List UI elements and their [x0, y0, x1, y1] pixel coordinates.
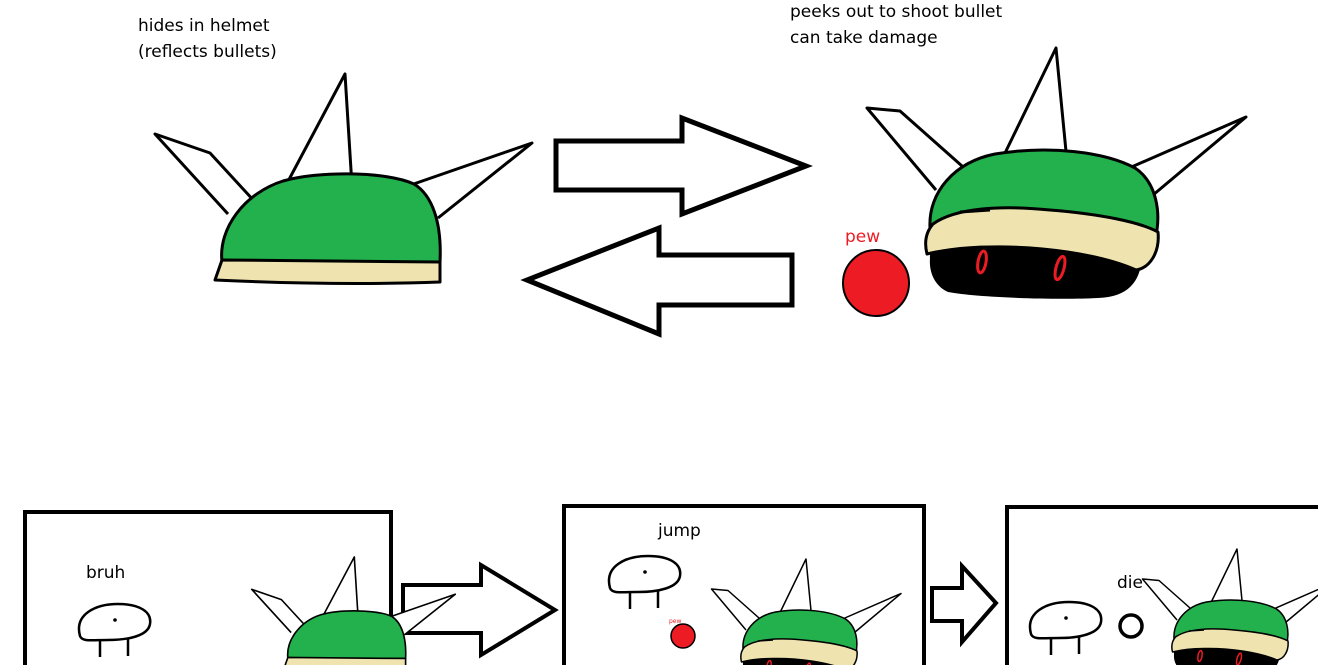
panel-1 — [23, 510, 393, 665]
panel-2 — [562, 504, 926, 665]
arrow-left — [520, 224, 795, 338]
player-creature-3 — [1028, 600, 1103, 657]
enemy-peeking-out — [865, 46, 1248, 301]
arrow-panel-2-to-3 — [930, 560, 999, 648]
hidden-caption-line-1: hides in helmet — [138, 16, 270, 36]
pew-label: pew — [845, 227, 881, 247]
pew-small-label: pew — [669, 618, 682, 625]
peek-caption-line-1: peeks out to shoot bullet — [790, 2, 1003, 22]
player-creature-1 — [77, 602, 152, 659]
peek-caption-line-2: can take damage — [790, 28, 938, 48]
reflected-bullet — [1118, 613, 1144, 639]
enemy-hidden-in-helmet — [153, 72, 534, 285]
die-label: die — [1117, 573, 1143, 593]
arrow-right — [553, 114, 813, 218]
jump-label: jump — [658, 521, 701, 541]
arrow-panel-1-to-2 — [401, 561, 559, 659]
hidden-state-caption: hides in helmet (reflects bullets) — [138, 13, 277, 65]
peek-state-caption: peeks out to shoot bullet can take damag… — [790, 0, 1002, 51]
bullet-small — [670, 623, 696, 649]
enemy-peek-small-3 — [1141, 548, 1318, 665]
panel-3 — [1005, 505, 1318, 665]
bullet — [842, 249, 910, 317]
player-creature-2 — [607, 554, 682, 611]
hidden-caption-line-2: (reflects bullets) — [138, 42, 277, 62]
bruh-label: bruh — [86, 563, 126, 583]
enemy-hidden-small — [250, 556, 457, 665]
enemy-peek-small-2 — [710, 558, 902, 665]
